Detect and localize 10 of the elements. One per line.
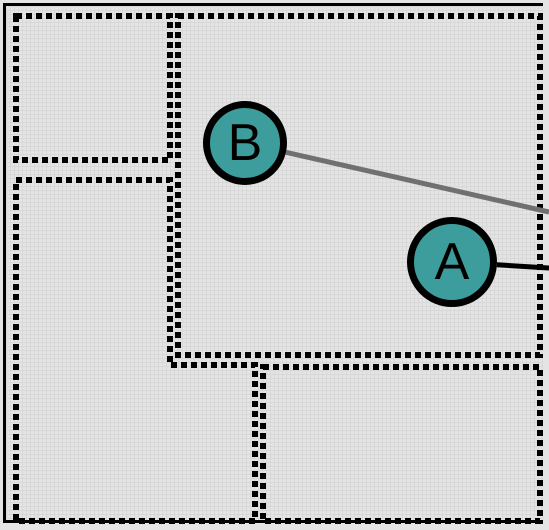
- dotted-region: [13, 177, 258, 524]
- dotted-region: [175, 13, 543, 358]
- circle-node: [407, 217, 497, 307]
- dotted-region: [260, 364, 543, 524]
- dotted-region: [13, 13, 173, 163]
- circle-node: [203, 101, 287, 185]
- connector-line: [285, 150, 549, 214]
- node-label: B: [228, 117, 262, 169]
- node-label: A: [434, 236, 470, 288]
- connector-line: [496, 262, 549, 270]
